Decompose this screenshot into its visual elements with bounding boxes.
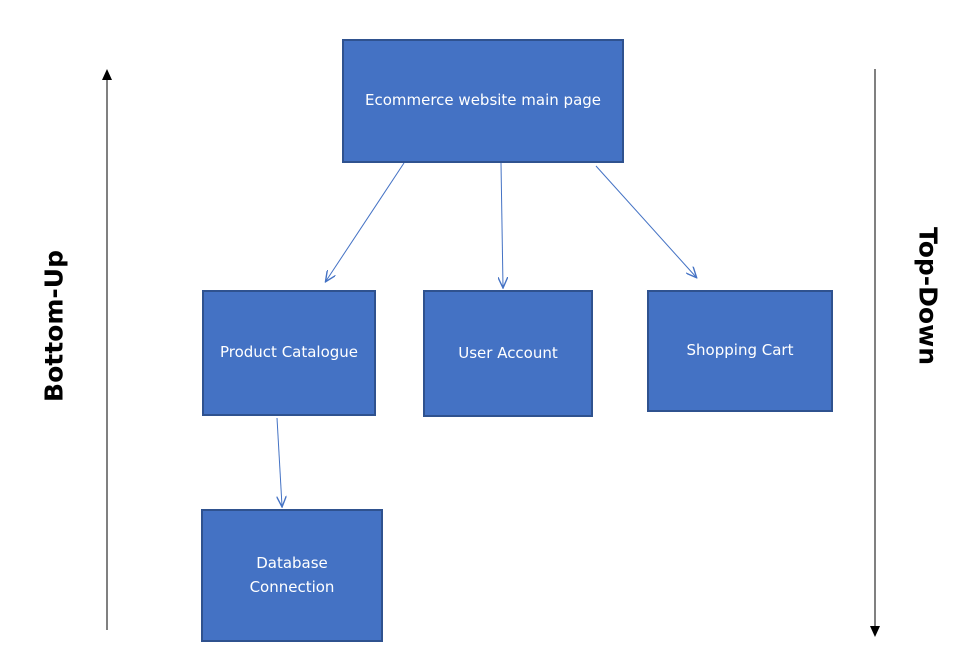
node-product-catalogue[interactable]: Product Catalogue <box>202 290 376 416</box>
top-down-label: Top-Down <box>913 226 943 366</box>
node-shopping-cart[interactable]: Shopping Cart <box>647 290 833 412</box>
node-database-connection[interactable]: Database Connection <box>201 509 383 642</box>
node-ecommerce-main-page[interactable]: Ecommerce website main page <box>342 39 624 163</box>
connector-main-to-cart <box>595 165 696 277</box>
connector-catalogue-to-db <box>277 417 282 506</box>
node-shopping-cart-label: Shopping Cart <box>686 341 794 360</box>
node-database-connection-label: Database Connection <box>249 554 335 596</box>
bottom-up-label: Bottom-Up <box>39 250 69 402</box>
connector-main-to-account <box>501 162 503 287</box>
node-user-account[interactable]: User Account <box>423 290 593 417</box>
node-user-account-label: User Account <box>458 343 558 362</box>
node-ecommerce-main-page-label: Ecommerce website main page <box>364 91 602 110</box>
connector-main-to-catalogue <box>326 162 405 281</box>
node-product-catalogue-label: Product Catalogue <box>219 343 359 362</box>
